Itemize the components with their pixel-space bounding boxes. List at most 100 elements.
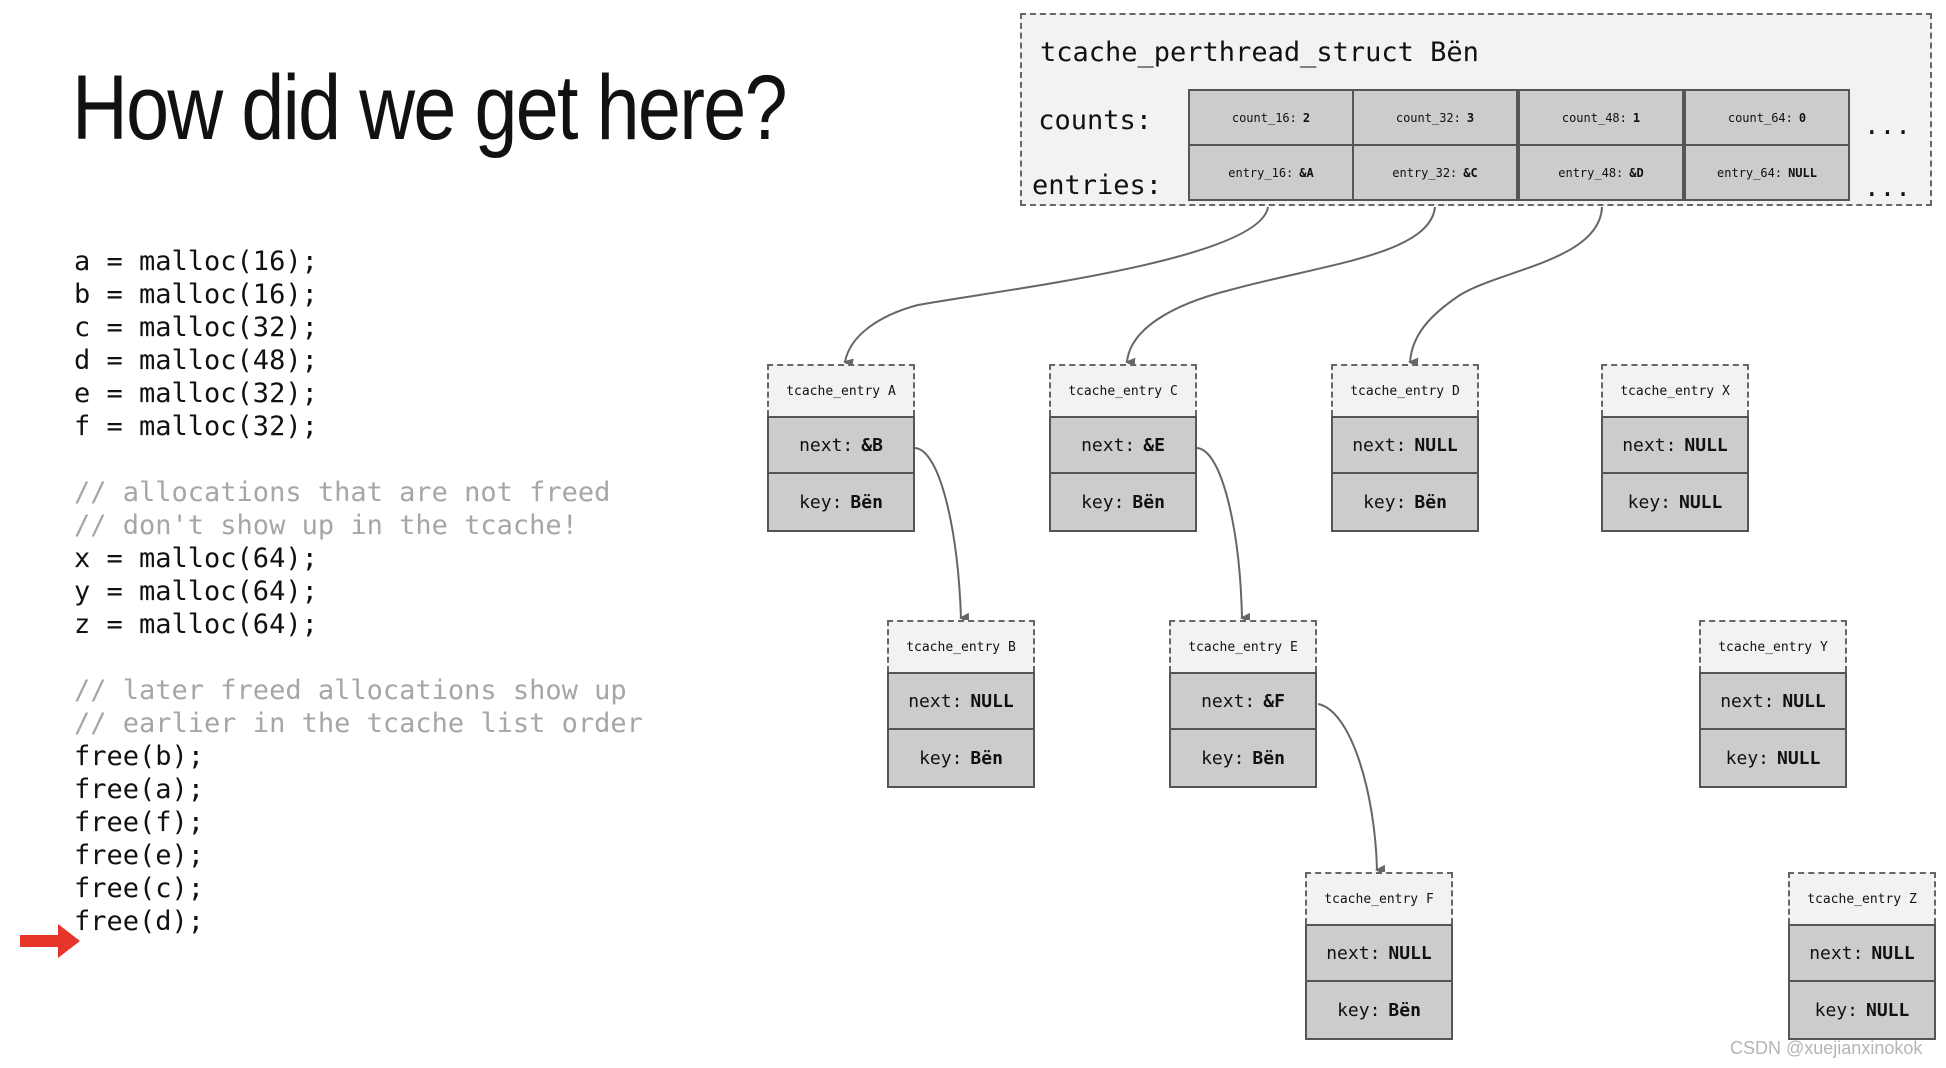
field-label: key: xyxy=(799,491,843,513)
entry-next: next:&E xyxy=(1049,416,1197,474)
entry-slot-64: entry_64:NULL xyxy=(1684,144,1850,201)
tcache-entry-b: tcache_entry B next:NULL key: Bën xyxy=(887,620,1035,788)
slot-name: entry_64: xyxy=(1717,165,1783,180)
entry-key: key: NULL xyxy=(1788,982,1936,1040)
entry-slot-16: entry_16: &A xyxy=(1188,144,1354,201)
field-label: key: xyxy=(1201,747,1245,769)
tcache-entry-c: tcache_entry C next:&E key:Bën xyxy=(1049,364,1197,532)
arrow-E-to-F xyxy=(1317,703,1386,875)
code-listing: a = malloc(16);b = malloc(16);c = malloc… xyxy=(74,245,643,938)
field-value: Bën xyxy=(850,491,883,513)
field-label: next: xyxy=(1720,690,1775,712)
count-slot-48: count_48:1 xyxy=(1518,89,1684,146)
entry-next: next:NULL xyxy=(1699,672,1847,730)
entry-title: tcache_entry Y xyxy=(1699,620,1847,672)
field-value: NULL xyxy=(1388,942,1432,964)
slide-title: How did we get here? xyxy=(72,57,788,159)
counts-ellipsis: ... xyxy=(1864,111,1911,141)
field-label: key: xyxy=(1363,491,1407,513)
count-slot-16: count_16:2 xyxy=(1188,89,1354,146)
entry-next: next:NULL xyxy=(887,672,1035,730)
field-value: NULL xyxy=(1777,747,1821,769)
struct-title: tcache_perthread_struct Bën xyxy=(1040,37,1479,68)
code-line: free(b); xyxy=(74,741,205,772)
field-value: NULL xyxy=(1414,434,1458,456)
entry-key: key: Bën xyxy=(1305,982,1453,1040)
entry-next: next: NULL xyxy=(1601,416,1749,474)
field-label: key: xyxy=(919,747,963,769)
field-value: NULL xyxy=(1866,999,1910,1021)
field-label: key: xyxy=(1081,491,1125,513)
field-label: key: xyxy=(1337,999,1381,1021)
field-value: NULL xyxy=(970,690,1014,712)
arrow-C-to-E xyxy=(1196,447,1251,623)
field-value: NULL xyxy=(1679,491,1723,513)
tcache-entry-x: tcache_entry X next: NULL key: NULL xyxy=(1601,364,1749,532)
code-line: z = malloc(64); xyxy=(74,609,318,640)
entry-next: next: &F xyxy=(1169,672,1317,730)
code-line: free(e); xyxy=(74,840,205,871)
field-value: NULL xyxy=(1684,434,1728,456)
tcache-entry-a: tcache_entry A next: &B key: Bën xyxy=(767,364,915,532)
field-value: NULL xyxy=(1871,942,1915,964)
entry-slot-48: entry_48:&D xyxy=(1518,144,1684,201)
entry-title: tcache_entry A xyxy=(767,364,915,416)
code-line: free(c); xyxy=(74,873,205,904)
current-line-arrow-icon xyxy=(20,924,80,958)
tcache-entry-z: tcache_entry Z next:NULL key:NULL xyxy=(1788,872,1936,1040)
field-value: Bën xyxy=(1388,999,1421,1021)
code-line: free(a); xyxy=(74,774,205,805)
code-line: y = malloc(64); xyxy=(74,576,318,607)
code-line: c = malloc(32); xyxy=(74,312,318,343)
slot-value: &C xyxy=(1463,165,1478,180)
arrow-entry16-to-A xyxy=(843,206,1269,369)
field-value: Bën xyxy=(1252,747,1285,769)
slot-name: entry_16: xyxy=(1228,165,1294,180)
field-label: next: xyxy=(1081,434,1136,456)
slot-name: entry_32: xyxy=(1392,165,1458,180)
field-label: next: xyxy=(1622,434,1677,456)
field-value: &F xyxy=(1263,690,1285,712)
code-line: x = malloc(64); xyxy=(74,543,318,574)
code-comment: // later freed allocations show up xyxy=(74,675,627,706)
code-line: f = malloc(32); xyxy=(74,411,318,442)
field-label: key: xyxy=(1814,999,1858,1021)
slot-value: 0 xyxy=(1798,110,1807,125)
field-value: &B xyxy=(861,434,883,456)
entry-title: tcache_entry C xyxy=(1049,364,1197,416)
entry-title: tcache_entry X xyxy=(1601,364,1749,416)
entry-key: key: Bën xyxy=(767,474,915,532)
field-label: next: xyxy=(799,434,854,456)
entry-key: key: Bën xyxy=(1169,730,1317,788)
arrow-A-to-B xyxy=(914,447,970,623)
entries-label: entries: xyxy=(1032,170,1163,201)
code-line: d = malloc(48); xyxy=(74,345,318,376)
entries-ellipsis: ... xyxy=(1864,173,1911,203)
field-label: next: xyxy=(1201,690,1256,712)
entry-slot-32: entry_32: &C xyxy=(1352,144,1518,201)
entry-next: next: &B xyxy=(767,416,915,474)
tcache-entry-e: tcache_entry E next:&F key:Bën xyxy=(1169,620,1317,788)
counts-label: counts: xyxy=(1038,105,1152,136)
entry-title: tcache_entry B xyxy=(887,620,1035,672)
slot-name: count_64: xyxy=(1727,110,1793,125)
entry-key: key: Bën xyxy=(887,730,1035,788)
arrow-entry48-to-D xyxy=(1408,206,1603,368)
slot-value: 2 xyxy=(1302,110,1311,125)
entry-title: tcache_entry D xyxy=(1331,364,1479,416)
tcache-entry-d: tcache_entry D next:NULL key:Bën xyxy=(1331,364,1479,532)
code-comment: // earlier in the tcache list order xyxy=(74,708,643,739)
watermark: CSDN @xuejianxinokok xyxy=(1730,1038,1923,1058)
code-line: a = malloc(16); xyxy=(74,246,318,277)
field-value: Bën xyxy=(970,747,1003,769)
slot-name: count_32: xyxy=(1395,110,1461,125)
count-slot-64: count_64: 0 xyxy=(1684,89,1850,146)
slot-value: &A xyxy=(1299,165,1314,180)
entry-key: key: NULL xyxy=(1699,730,1847,788)
code-comment: // don't show up in the tcache! xyxy=(74,510,578,541)
field-label: key: xyxy=(1627,491,1671,513)
slot-value: 3 xyxy=(1466,110,1475,125)
field-label: key: xyxy=(1725,747,1769,769)
code-line: b = malloc(16); xyxy=(74,279,318,310)
